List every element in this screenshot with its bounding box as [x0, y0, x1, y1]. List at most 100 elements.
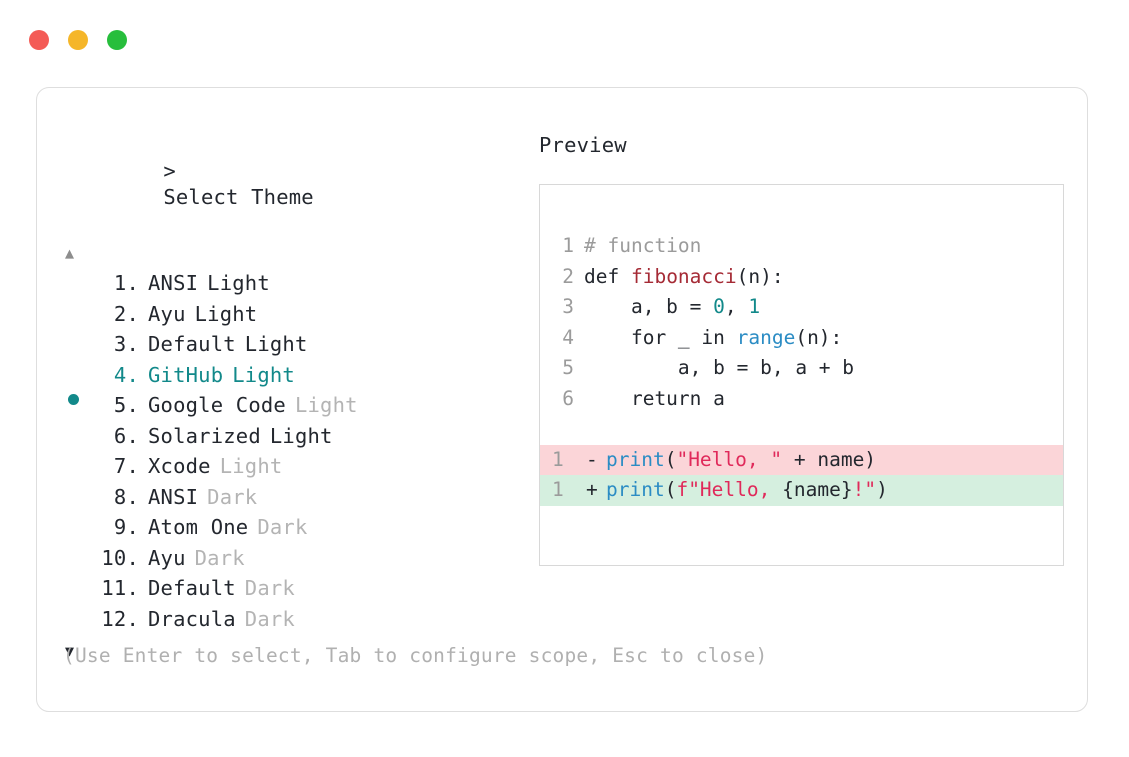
code-token: + name) — [782, 447, 877, 471]
line-number: 1 — [552, 447, 564, 471]
theme-name: Google Code — [148, 393, 286, 417]
scroll-up-icon[interactable]: ▲ — [65, 244, 75, 262]
code-token: (n): — [795, 325, 843, 349]
code-line: 4 for _ in range(n): — [540, 323, 1063, 354]
theme-name: ANSI — [148, 484, 199, 509]
diff-sign: + — [586, 478, 598, 501]
theme-variant: Light — [219, 454, 283, 478]
line-number: 2 — [562, 264, 574, 288]
code-token: f"Hello, — [676, 478, 783, 501]
theme-variant: Dark — [244, 606, 295, 631]
code-line-text: print(f"Hello, {name}!") — [602, 475, 888, 506]
code-token: "Hello, " — [676, 447, 783, 471]
theme-index: 3. — [113, 332, 139, 356]
minimize-button[interactable] — [68, 30, 88, 50]
page-title-text: Select Theme — [163, 185, 314, 209]
theme-index: 2. — [113, 301, 139, 326]
code-token: (n): — [736, 264, 784, 288]
code-line-text: def fibonacci(n): — [574, 262, 784, 293]
theme-variant: Dark — [257, 515, 308, 539]
theme-name: Xcode — [148, 454, 211, 478]
theme-index: 8. — [113, 484, 139, 509]
theme-name: Solarized — [148, 423, 261, 448]
theme-variant: Dark — [194, 545, 245, 570]
close-button[interactable] — [29, 30, 49, 50]
preview-label: Preview — [539, 133, 627, 157]
code-token: ( — [664, 478, 677, 501]
theme-variant: Dark — [244, 576, 295, 600]
theme-variant: Light — [207, 271, 270, 295]
code-line-text: return a — [574, 384, 725, 415]
code-token: 1 — [748, 295, 761, 318]
theme-name: GitHub — [148, 362, 224, 387]
code-token: ( — [664, 447, 677, 471]
window-traffic-lights — [29, 30, 127, 50]
code-token: print — [606, 478, 665, 501]
diff-sign: - — [586, 447, 598, 471]
theme-name: Ayu — [148, 301, 186, 326]
line-number: 4 — [562, 325, 574, 349]
keyboard-hint: (Use Enter to select, Tab to configure s… — [63, 644, 768, 667]
line-number: 1 — [552, 478, 564, 501]
code-token: a, b = — [584, 295, 714, 318]
code-line-text: a, b = 0, 1 — [574, 292, 760, 323]
code-line: 6 return a — [540, 384, 1063, 415]
code-token: for _ in — [584, 325, 737, 349]
code-token: {name} — [782, 478, 853, 501]
diff-added-line: 1 +print(f"Hello, {name}!") — [540, 475, 1063, 506]
theme-name: Default — [148, 576, 236, 600]
code-token: fibonacci — [630, 264, 737, 288]
theme-index: 4. — [113, 362, 139, 387]
code-line-text: print("Hello, " + name) — [602, 445, 876, 476]
code-token: return a — [584, 386, 725, 410]
code-token: range — [736, 325, 796, 349]
theme-list-item[interactable]: 5. Google Code Light — [63, 390, 523, 421]
scroll-down-icon[interactable]: ▼ — [65, 642, 75, 660]
code-token: def — [584, 264, 631, 288]
theme-list-item[interactable]: 9. Atom One Dark — [63, 512, 523, 543]
theme-index: 9. — [113, 515, 139, 539]
line-number: 5 — [562, 356, 574, 379]
theme-list-item[interactable]: 6. Solarized Light — [63, 421, 523, 452]
prompt-caret-icon: > — [163, 159, 176, 183]
code-line-text: # function — [574, 231, 701, 262]
code-token: , — [724, 295, 749, 318]
theme-name: Atom One — [148, 515, 249, 539]
theme-variant: Light — [269, 423, 333, 448]
line-number: 6 — [562, 386, 574, 410]
code-line: 1# function — [540, 231, 1063, 262]
theme-index: 5. — [113, 393, 139, 417]
theme-name: Ayu — [148, 545, 186, 570]
code-line: 3 a, b = 0, 1 — [540, 292, 1063, 323]
selected-bullet-icon — [68, 393, 79, 405]
theme-variant: Light — [294, 393, 358, 417]
diff-block: 1-print("Hello, " + name)1+print(f"Hello… — [540, 444, 1063, 506]
theme-variant: Light — [244, 332, 308, 356]
code-spacer — [540, 414, 1063, 445]
code-line-text: a, b = b, a + b — [574, 353, 854, 384]
page-title: > Select Theme — [63, 132, 523, 236]
code-token: print — [606, 447, 665, 471]
line-number: 1 — [562, 234, 574, 257]
theme-index: 6. — [113, 423, 139, 448]
maximize-button[interactable] — [107, 30, 127, 50]
theme-index: 12. — [101, 606, 139, 631]
diff-removed-line: 1-print("Hello, " + name) — [540, 444, 1063, 476]
code-token: ) — [876, 478, 888, 501]
